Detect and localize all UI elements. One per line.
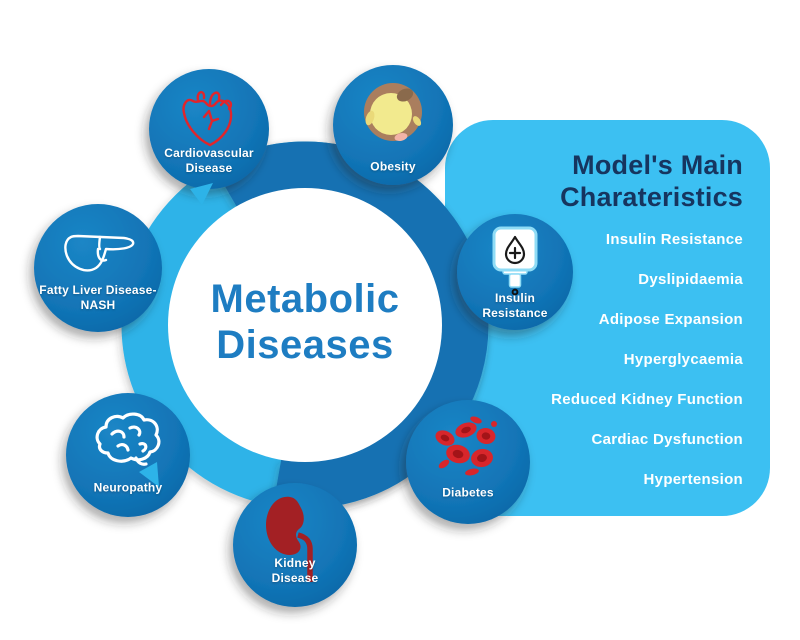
flow-arrow-icon: [190, 183, 213, 205]
panel-title-line1: Model's Main: [572, 150, 743, 180]
node-label-cardiovascular: Cardiovascular Disease: [164, 146, 254, 175]
brain-icon: [95, 412, 161, 466]
characteristics-list: Insulin Resistance Dyslipidaemia Adipose…: [465, 230, 743, 488]
cycle-ring-dark-arc: [213, 141, 489, 509]
flow-arrow-icon: [139, 462, 159, 487]
liver-icon: [64, 234, 135, 272]
characteristics-panel: Model's Main Charateristics Insulin Resi…: [445, 120, 770, 516]
list-item: Adipose Expansion: [598, 310, 743, 328]
center-title-line2: Diseases: [216, 323, 394, 367]
node-obesity: [333, 65, 453, 185]
node-cardiovascular-disease: [149, 69, 269, 189]
list-item: Insulin Resistance: [605, 230, 743, 248]
node-label-obesity: Obesity: [370, 159, 416, 174]
center-title-line1: Metabolic: [210, 277, 400, 321]
fat-cell-icon: [364, 83, 422, 141]
heart-icon: [182, 91, 233, 147]
list-item: Hypertension: [643, 470, 743, 488]
list-item: Dyslipidaemia: [638, 270, 743, 288]
cycle-ring-cyan: [121, 141, 489, 509]
node-label-neuropathy: Neuropathy: [93, 480, 163, 495]
list-item: Hyperglycaemia: [623, 350, 743, 368]
list-item: Cardiac Dysfunction: [591, 430, 743, 448]
panel-title: Model's Main Charateristics: [465, 150, 743, 214]
center-title: Metabolic Diseases: [140, 276, 470, 368]
node-label-kidney: Kidney Disease: [271, 556, 319, 585]
kidney-icon: [266, 496, 313, 582]
node-label-fatty-liver: Fatty Liver Disease-NASH: [39, 283, 157, 312]
center-circle: [168, 188, 442, 462]
node-kidney-disease: [233, 483, 357, 607]
panel-title-line2: Charateristics: [560, 181, 743, 212]
node-neuropathy: [66, 393, 190, 517]
node-fatty-liver-disease: [34, 204, 162, 332]
list-item: Reduced Kidney Function: [551, 390, 743, 408]
